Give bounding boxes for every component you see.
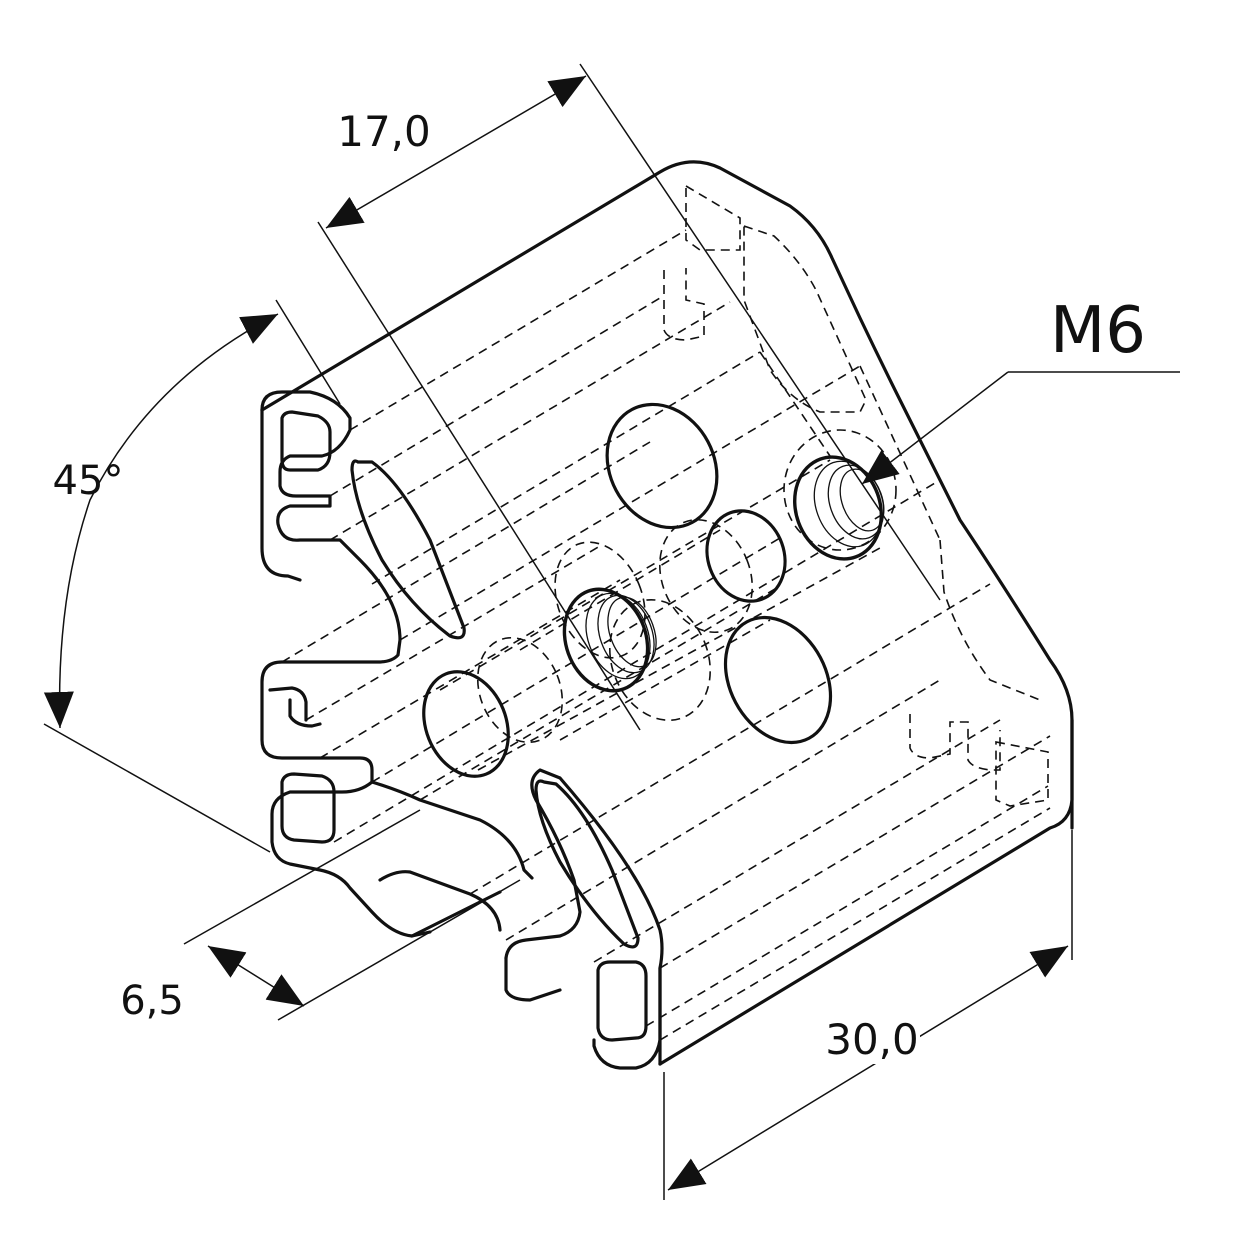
counterbore-upper <box>605 402 719 530</box>
dim-slot-offset-label: 6,5 <box>120 978 184 1024</box>
dimension-6-5: 6,5 <box>120 809 521 1024</box>
bore-middle <box>705 509 787 603</box>
slot-center <box>288 698 322 728</box>
threaded-bore-left <box>562 587 650 693</box>
dim-angle-label: 45° <box>53 458 124 504</box>
web-slot-lower <box>534 779 640 949</box>
dimension-45: 45° <box>43 299 341 853</box>
hidden-lines <box>281 184 1051 1041</box>
dimension-30: 30,0 <box>663 830 1073 1200</box>
front-profile <box>260 390 432 938</box>
slot-center-lip <box>268 686 308 722</box>
dim-top-width-label: 17,0 <box>337 107 431 156</box>
front-profile-lower <box>504 768 664 1070</box>
slot-bottom-right <box>596 960 648 1042</box>
bottom-flange <box>410 890 562 1002</box>
counterbore-lower <box>723 615 833 745</box>
slot-bottom-left <box>280 772 336 844</box>
lower-rail <box>370 780 534 880</box>
slot-top-left <box>280 410 332 472</box>
lower-rail-2 <box>378 870 502 932</box>
dim-depth-label: 30,0 <box>825 1015 919 1064</box>
holes <box>422 402 897 778</box>
hole-front <box>422 670 510 778</box>
thread-label: M6 <box>1050 294 1146 368</box>
thread-callout: M6 <box>861 294 1180 485</box>
dimension-17: 17,0 <box>317 63 941 731</box>
bracket-body <box>260 160 1074 1070</box>
web-slot-upper <box>350 459 466 640</box>
top-edge <box>260 160 1074 1066</box>
threaded-bore-m6 <box>793 455 883 561</box>
